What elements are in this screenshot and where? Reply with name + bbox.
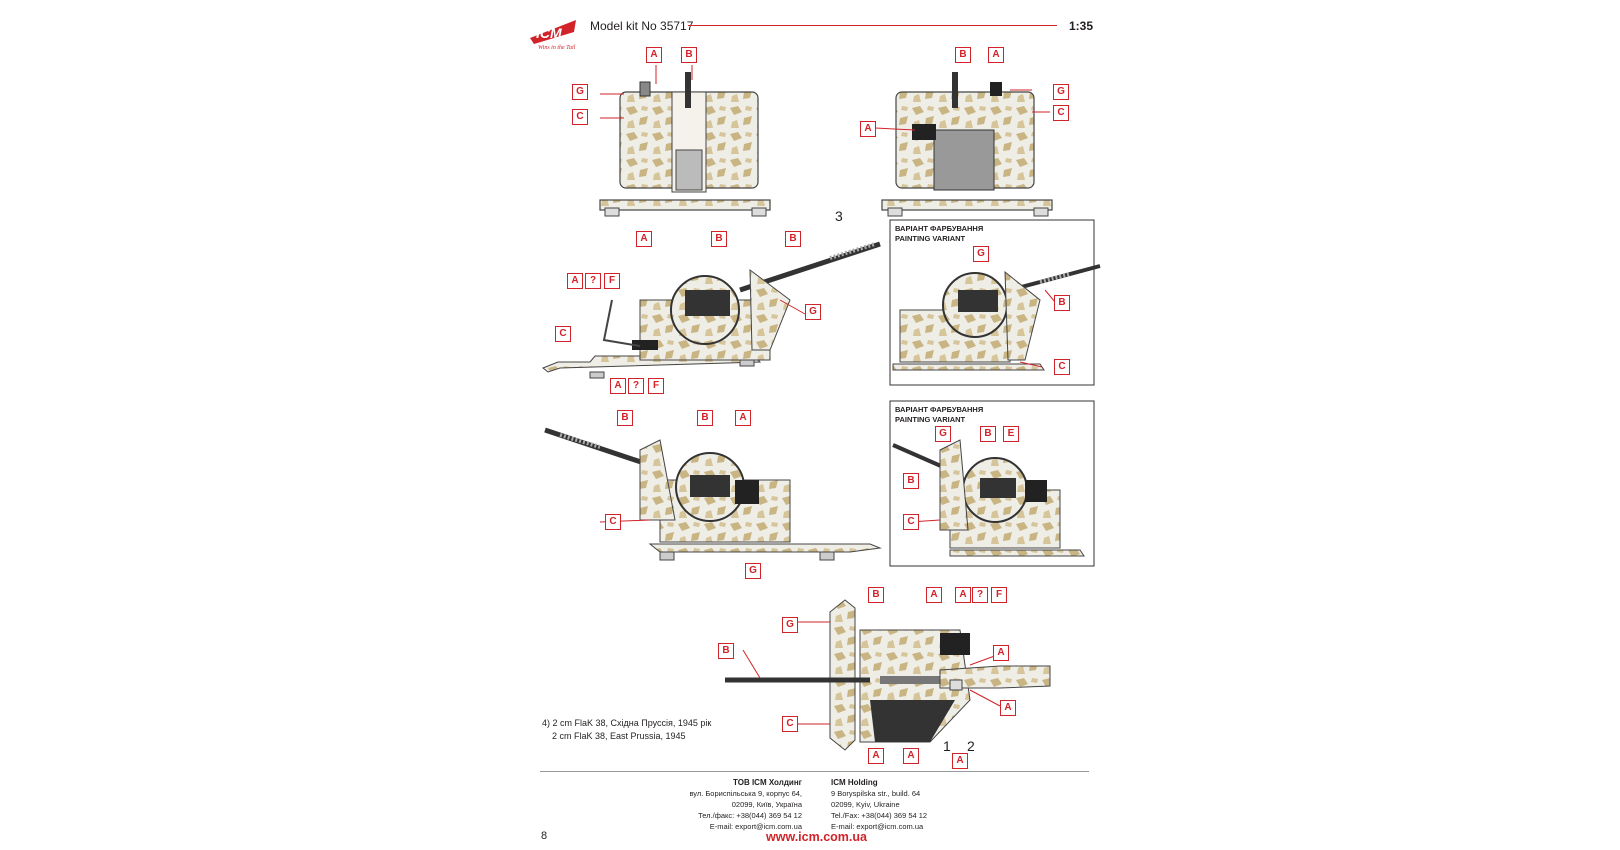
paint-code-label: C (1053, 105, 1069, 121)
variant-2-title: ВАРІАНТ ФАРБУВАННЯ PAINTING VARIANT (895, 405, 983, 425)
paint-code-label: ? (628, 378, 644, 394)
footer-address-ua: ТОВ ICM Холдинг вул. Бориспільська 9, ко… (680, 777, 802, 832)
gun-top-view (725, 599, 1051, 751)
paint-code-label: A (735, 410, 751, 426)
paint-code-label: G (973, 246, 989, 262)
gun-side-view-right (542, 241, 881, 379)
paint-code-label: C (572, 109, 588, 125)
paint-code-label: E (1003, 426, 1019, 442)
paint-code-label: A (988, 47, 1004, 63)
paint-code-label: G (805, 304, 821, 320)
kit-number: Model kit No 35717 (590, 19, 694, 33)
footer-ua-title: ТОВ ICM Холдинг (733, 778, 802, 787)
footer-ua-line: Тел./факс: +38(044) 369 54 12 (698, 811, 802, 820)
footer-ua-line: 02099, Київ, Україна (731, 800, 802, 809)
paint-code-label: B (785, 231, 801, 247)
paint-code-label: A (952, 753, 968, 769)
variant-caption: 4) 2 cm FlaK 38, Східна Пруссія, 1945 рі… (542, 717, 711, 743)
header-rule (688, 25, 1057, 26)
paint-code-label: A (926, 587, 942, 603)
paint-code-label: ? (972, 587, 988, 603)
variant-1-title-ua: ВАРІАНТ ФАРБУВАННЯ (895, 224, 984, 233)
paint-code-label: B (681, 47, 697, 63)
paint-code-label: F (604, 273, 620, 289)
caption-line-en: 2 cm FlaK 38, East Prussia, 1945 (542, 731, 686, 741)
gun-front-view-left (599, 72, 771, 217)
paint-code-label: A (903, 748, 919, 764)
page-number: 8 (541, 830, 548, 842)
footer-en-line: 9 Boryspilska str., build. 64 (831, 789, 921, 798)
paint-code-label: A (993, 645, 1009, 661)
paint-code-label: G (572, 84, 588, 100)
footer-en-title: ICM Holding (831, 778, 878, 787)
paint-code-label: B (980, 426, 996, 442)
paint-code-label: G (745, 563, 761, 579)
paint-code-label: C (903, 514, 919, 530)
svg-text:ICM: ICM (536, 25, 562, 41)
gun-rear-view-right (881, 72, 1053, 217)
gun-side-view-left (544, 427, 882, 561)
paint-code-label: C (605, 514, 621, 530)
paint-code-label: A (860, 121, 876, 137)
paint-code-label: A (868, 748, 884, 764)
paint-code-label: B (718, 643, 734, 659)
paint-code-label: B (1054, 295, 1070, 311)
variant-box-2 (889, 400, 1095, 567)
paint-code-label: F (648, 378, 664, 394)
paint-code-label: A (955, 587, 971, 603)
callout-number-2: 2 (967, 738, 975, 754)
paint-code-label: G (782, 617, 798, 633)
paint-code-label: A (610, 378, 626, 394)
callout-number-1: 1 (943, 738, 951, 754)
icm-logo: ICM Wins in the Tail (530, 20, 576, 50)
variant-1-title: ВАРІАНТ ФАРБУВАННЯ PAINTING VARIANT (895, 224, 983, 244)
footer-ua-line: E-mail: export@icm.com.ua (709, 822, 802, 831)
paint-code-label: A (646, 47, 662, 63)
website-link[interactable]: www.icm.com.ua (766, 830, 867, 844)
paint-code-label: B (711, 231, 727, 247)
variant-2-title-ua: ВАРІАНТ ФАРБУВАННЯ (895, 405, 984, 414)
paint-code-label: C (1054, 359, 1070, 375)
svg-text:Wins in the Tail: Wins in the Tail (538, 45, 576, 50)
caption-line-ua: 4) 2 cm FlaK 38, Східна Пруссія, 1945 рі… (542, 718, 712, 728)
variant-box-1 (889, 219, 1095, 386)
paint-code-label: C (782, 716, 798, 732)
footer-address-en: ICM Holding 9 Boryspilska str., build. 6… (831, 777, 927, 832)
paint-code-label: G (1053, 84, 1069, 100)
paint-code-label: C (555, 326, 571, 342)
paint-code-label: A (567, 273, 583, 289)
paint-code-label: ? (585, 273, 601, 289)
variant-2-gun (892, 439, 1085, 557)
footer-ua-line: вул. Бориспільська 9, корпус 64, (689, 789, 802, 798)
paint-code-label: A (1000, 700, 1016, 716)
paint-code-label: B (697, 410, 713, 426)
footer-en-line: Tel./Fax: +38(044) 369 54 12 (831, 811, 928, 820)
variant-1-gun (892, 264, 1101, 371)
footer-rule (540, 771, 1089, 772)
paint-code-label: B (868, 587, 884, 603)
paint-code-label: F (991, 587, 1007, 603)
paint-code-label: B (903, 473, 919, 489)
paint-code-label: B (955, 47, 971, 63)
paint-code-label: G (935, 426, 951, 442)
paint-code-label: B (617, 410, 633, 426)
variant-2-title-en: PAINTING VARIANT (895, 415, 966, 424)
scale-label: 1:35 (1069, 19, 1094, 33)
footer-en-line: E-mail: export@icm.com.ua (831, 822, 924, 831)
leader-lines (599, 65, 1056, 725)
footer-en-line: 02099, Kyiv, Ukraine (831, 800, 900, 809)
paint-code-label: A (636, 231, 652, 247)
variant-1-title-en: PAINTING VARIANT (895, 234, 966, 243)
callout-number-3: 3 (835, 208, 843, 224)
